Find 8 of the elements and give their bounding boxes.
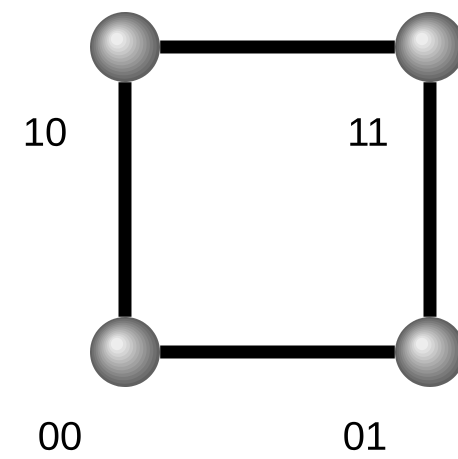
connector-line	[118, 82, 132, 317]
node-label: 01	[344, 422, 386, 450]
connector-line	[160, 40, 395, 54]
node-label: 00	[39, 422, 81, 450]
connector-line	[160, 346, 395, 358]
node-label: 10	[26, 118, 66, 146]
connector-line	[424, 82, 436, 317]
node-label: 11	[350, 118, 387, 146]
